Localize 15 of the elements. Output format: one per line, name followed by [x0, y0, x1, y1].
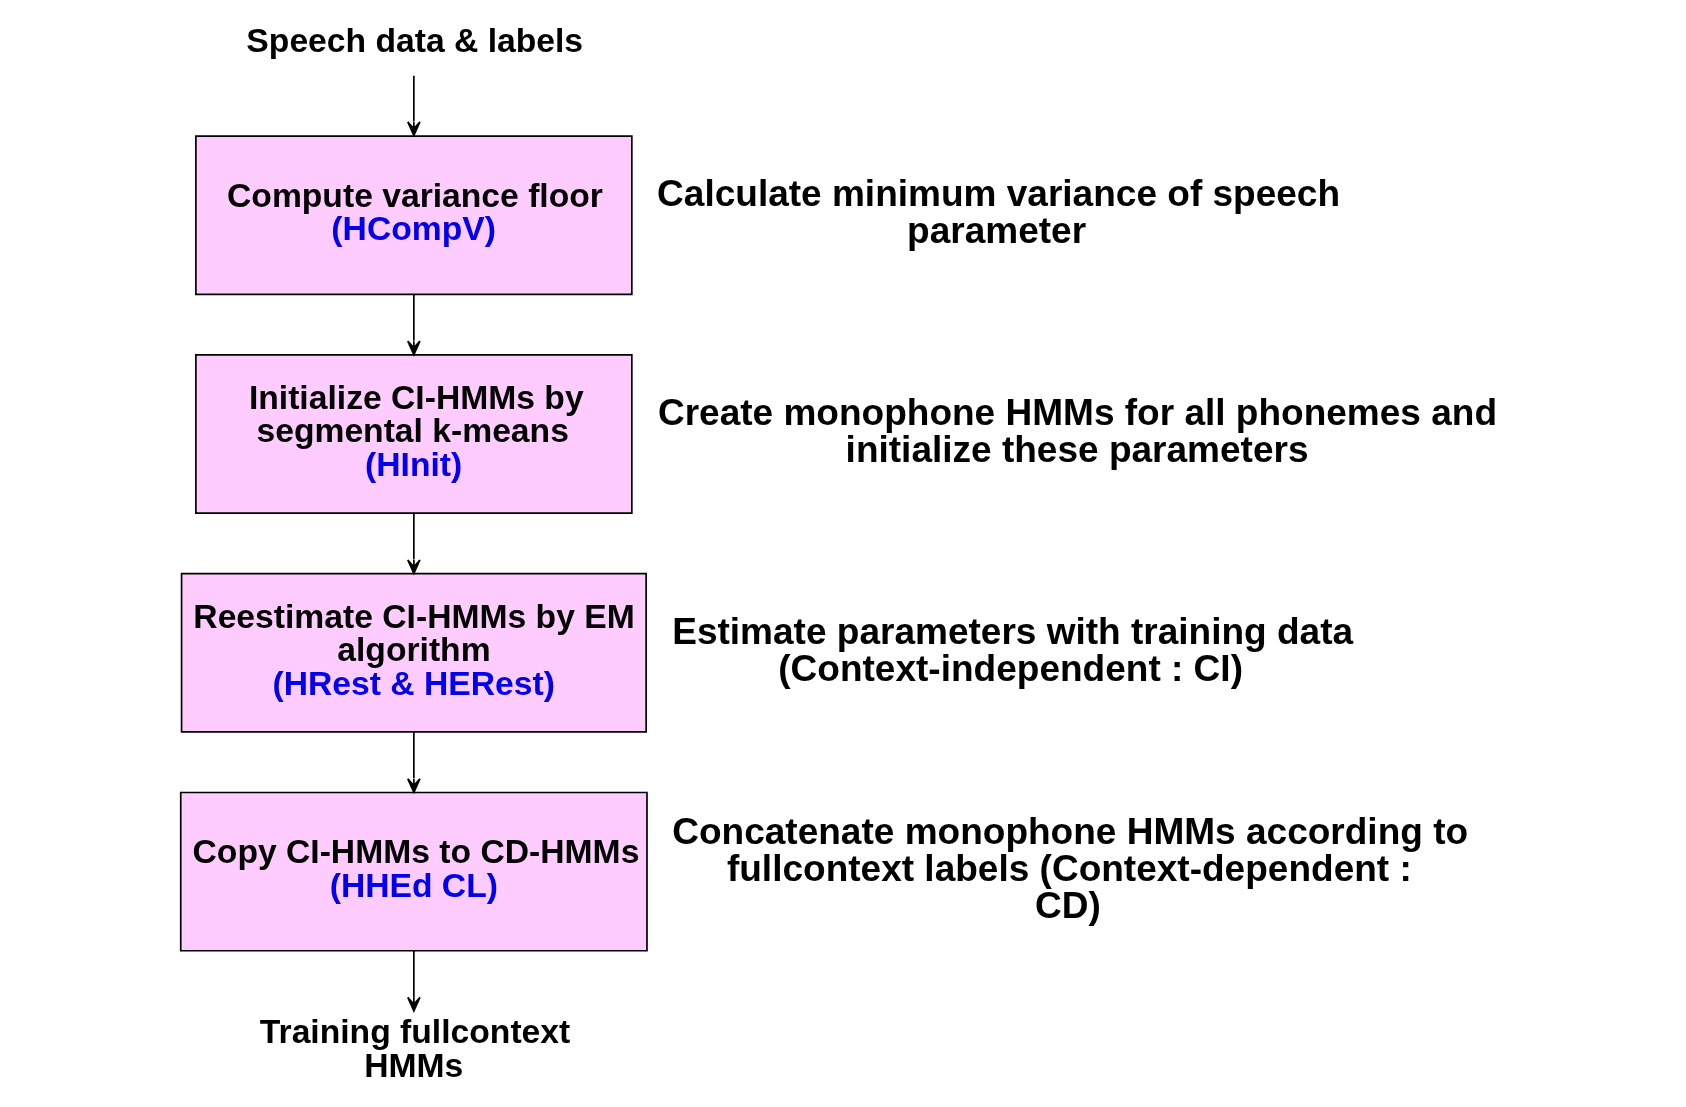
node-box: Initialize CI-HMMs by segmental k-means (HInit): [194, 354, 633, 514]
node-label: Calculate minimum variance of speech parameter: [656, 172, 1340, 252]
node-box: Copy CI-HMMs to CD-HMMs (HHEd CL): [179, 791, 648, 952]
arrow: [406, 75, 421, 137]
node-box: Reestimate CI-HMMs by EM algorithm (HRest & HERest): [180, 572, 647, 733]
node-text: Training fullcontext HMMs: [259, 1013, 570, 1084]
node-text: Speech data & labels: [245, 21, 583, 59]
node-box: Compute variance floor (HCompV): [194, 135, 633, 296]
arrow: [406, 512, 421, 575]
arrow: [406, 731, 421, 794]
node-label: Concatenate monophone HMMs according to fullcontext labels (Context-dependent : CD): [671, 810, 1468, 927]
node-label: Create monophone HMMs for all phonemes and initialize these parameters: [657, 390, 1497, 470]
arrow: [406, 293, 421, 356]
node-label: Estimate parameters with training data (Context-independent : CI): [671, 609, 1353, 689]
arrow: [406, 950, 421, 1012]
